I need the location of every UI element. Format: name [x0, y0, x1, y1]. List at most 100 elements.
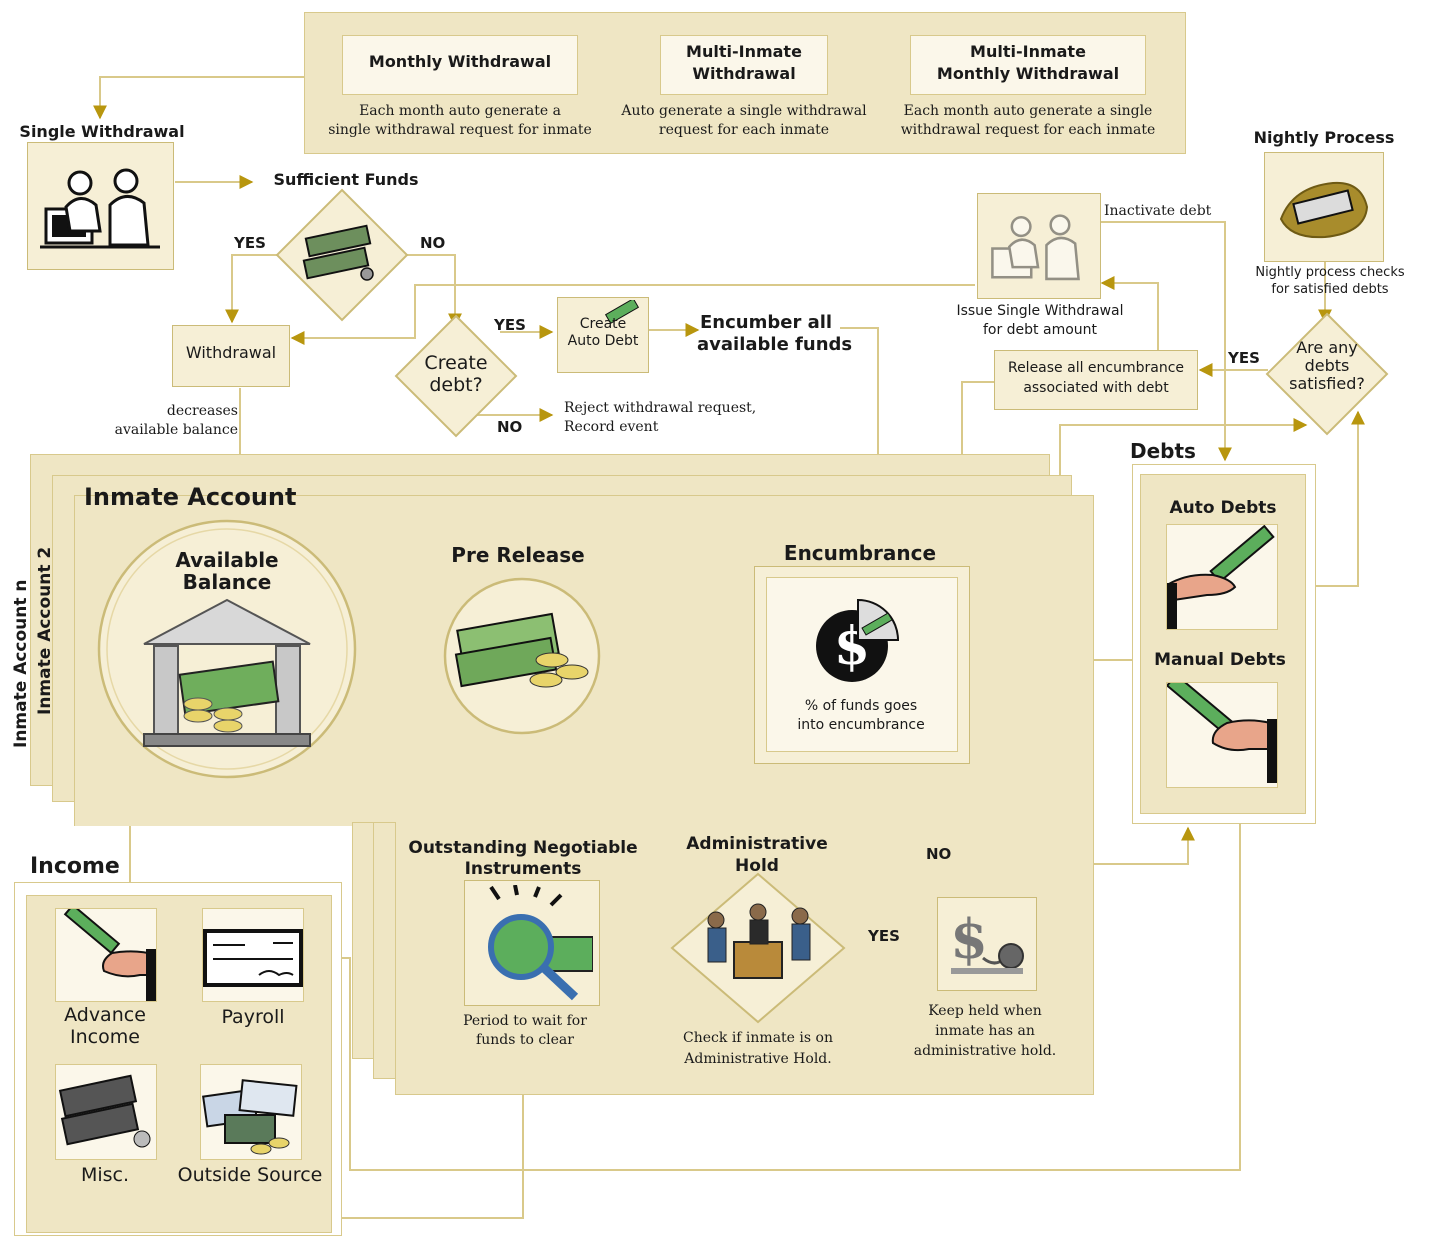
- issue-single-withdrawal-box[interactable]: [977, 193, 1101, 299]
- outside-source-box[interactable]: [200, 1064, 302, 1160]
- reject-2: Record event: [564, 419, 659, 435]
- create-debt-q-1: Create: [424, 352, 488, 374]
- create-debt-q-2: debt?: [429, 374, 483, 396]
- svg-text:$: $: [950, 908, 988, 971]
- release-1: Release all encumbrance: [1007, 360, 1185, 376]
- available-balance-2: Balance: [182, 570, 272, 594]
- encumbrance-title: Encumbrance: [783, 541, 937, 565]
- monthly-withdrawal-box[interactable]: [342, 35, 578, 95]
- magnifier-icon: [488, 885, 593, 1001]
- manual-debts-label: Manual Debts: [1154, 650, 1286, 670]
- payroll-label: Payroll: [221, 1006, 285, 1028]
- people-at-computer-icon: [40, 168, 160, 249]
- create-debt-yes: YES: [494, 316, 526, 334]
- debts-satisfied-q-1: Are any: [1296, 338, 1358, 357]
- inmate-account-2-label: Inmate Account 2: [35, 546, 55, 715]
- sufficient-funds-yes: YES: [234, 234, 266, 252]
- issue-single-2: for debt amount: [982, 322, 1098, 338]
- advance-income-box[interactable]: [55, 908, 157, 1002]
- debts-satisfied-yes: YES: [1228, 349, 1260, 367]
- sufficient-funds-diamond[interactable]: [275, 188, 409, 322]
- available-balance-1: Available: [175, 548, 279, 572]
- people-at-computer-icon: [991, 214, 1080, 281]
- single-withdrawal-title: Single Withdrawal: [19, 122, 185, 141]
- encumber-all-2: available funds: [697, 334, 853, 355]
- sufficient-funds-title: Sufficient Funds: [273, 170, 419, 189]
- multi-inmate-withdrawal-desc-1: Auto generate a single withdrawal: [621, 103, 867, 119]
- money-in-hand-icon: [604, 300, 640, 325]
- oni-title-1: Outstanding Negotiable: [408, 838, 638, 858]
- advance-income-label-1: Advance: [64, 1004, 146, 1026]
- advance-income-label-2: Income: [70, 1026, 140, 1048]
- single-withdrawal-box[interactable]: [27, 142, 174, 270]
- money-in-hand-icon: [1279, 181, 1369, 239]
- admin-hold-diamond[interactable]: [670, 872, 846, 1024]
- meeting-icon: [707, 903, 811, 979]
- monthly-withdrawal-title: Monthly Withdrawal: [368, 52, 552, 71]
- bank-icon: [143, 598, 311, 747]
- oni-box[interactable]: [464, 880, 600, 1006]
- payroll-box[interactable]: [202, 908, 304, 1002]
- release-encumbrance-box[interactable]: [994, 350, 1198, 410]
- misc-box[interactable]: [55, 1064, 157, 1160]
- check-icon: [203, 929, 303, 987]
- withdrawal-note-1: decreases: [166, 403, 238, 419]
- encumbrance-desc-2: into encumbrance: [797, 717, 925, 733]
- keep-held-box[interactable]: $: [937, 897, 1037, 991]
- keep-held-1: Keep held when: [928, 1003, 1042, 1019]
- encumber-all-1: Encumber all: [700, 312, 833, 333]
- keep-held-3: administrative hold.: [913, 1043, 1057, 1059]
- nightly-desc-1: Nightly process checks: [1255, 265, 1405, 280]
- pre-release-circle[interactable]: [442, 576, 602, 736]
- auto-debts-label: Auto Debts: [1169, 498, 1277, 518]
- dollar-sign-icon: $: [816, 598, 900, 682]
- available-balance-circle[interactable]: [96, 518, 358, 780]
- admin-hold-title-2: Hold: [735, 856, 779, 876]
- create-auto-debt-label-2: Auto Debt: [567, 333, 639, 349]
- issue-single-1: Issue Single Withdrawal: [956, 303, 1124, 319]
- admin-hold-no: NO: [926, 845, 952, 863]
- money-in-hand-icon: [1167, 683, 1277, 783]
- admin-hold-desc-2: Administrative Hold.: [684, 1051, 832, 1067]
- reject-1: Reject withdrawal request,: [564, 400, 757, 416]
- multi-inmate-monthly-box[interactable]: [910, 35, 1146, 95]
- multi-inmate-monthly-desc-2: withdrawal request for each inmate: [900, 122, 1156, 138]
- create-auto-debt-label-1: Create: [579, 316, 627, 332]
- create-debt-no: NO: [497, 418, 523, 436]
- debts-title: Debts: [1130, 439, 1196, 463]
- debts-satisfied-diamond[interactable]: [1265, 312, 1389, 436]
- money-in-hand-icon: [63, 909, 156, 1001]
- money-stack-icon: [302, 224, 374, 281]
- admin-hold-title-1: Administrative: [686, 834, 828, 854]
- checks-and-coins-icon: [202, 1079, 298, 1155]
- multi-inmate-monthly-title-2: Monthly Withdrawal: [936, 64, 1120, 83]
- oni-title-2: Instruments: [464, 859, 582, 879]
- money-in-hand-icon: [1167, 525, 1275, 629]
- auto-debts-box[interactable]: [1166, 524, 1278, 630]
- oni-desc-2: funds to clear: [476, 1032, 574, 1048]
- multi-inmate-withdrawal-desc-2: request for each inmate: [658, 122, 830, 138]
- inmate-account-title: Inmate Account: [84, 483, 297, 511]
- monthly-withdrawal-desc-2: single withdrawal request for inmate: [328, 122, 592, 138]
- multi-inmate-monthly-title-1: Multi-Inmate: [970, 42, 1086, 61]
- ball-and-chain-icon: $: [950, 908, 1024, 974]
- sufficient-funds-no: NO: [420, 234, 446, 252]
- outside-source-label: Outside Source: [177, 1164, 323, 1186]
- create-debt-diamond[interactable]: [394, 314, 518, 438]
- income-title: Income: [30, 854, 120, 879]
- release-2: associated with debt: [1023, 380, 1169, 396]
- nightly-process-title: Nightly Process: [1253, 128, 1395, 147]
- create-auto-debt-box[interactable]: [557, 297, 649, 373]
- oni-desc-1: Period to wait for: [463, 1013, 587, 1029]
- nightly-desc-2: for satisfied debts: [1271, 282, 1389, 297]
- manual-debts-box[interactable]: [1166, 682, 1278, 788]
- money-stack-icon: [58, 1074, 151, 1148]
- nightly-process-box[interactable]: [1264, 152, 1384, 262]
- inmate-account-n-label: Inmate Account n: [11, 579, 31, 748]
- admin-hold-yes: YES: [868, 927, 900, 945]
- encumbrance-desc-1: % of funds goes: [804, 698, 918, 714]
- money-stack-icon: [454, 612, 589, 688]
- withdrawal-box[interactable]: [172, 325, 290, 387]
- multi-inmate-withdrawal-box[interactable]: [660, 35, 828, 95]
- misc-label: Misc.: [80, 1164, 130, 1186]
